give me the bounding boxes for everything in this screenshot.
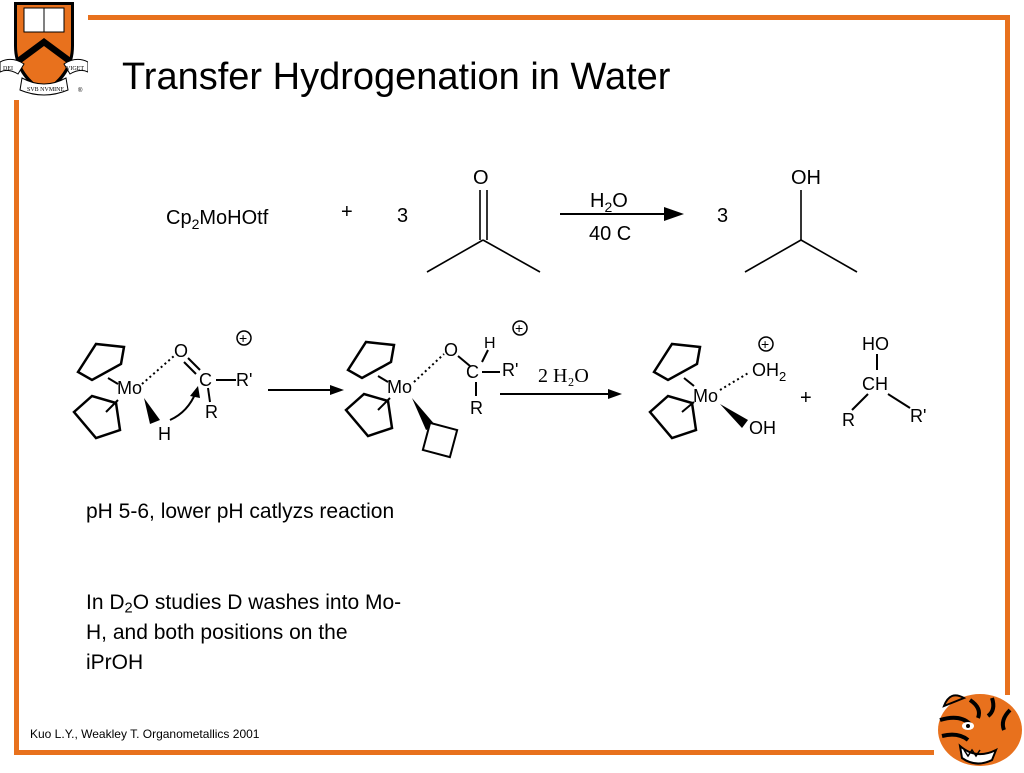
- cp-ring-bottom-2: [344, 392, 394, 438]
- reagent-cp2mohotf: Cp2MoHOtf: [166, 207, 269, 232]
- overall-reaction-arrow: [560, 207, 684, 221]
- condition-water: H2O: [590, 190, 628, 215]
- hydroxo-ligand: OH: [749, 418, 776, 438]
- cp-ring-top-3: [652, 342, 702, 382]
- mo-atom-2: Mo: [387, 377, 412, 397]
- mechanism-arrow-label: 2 H₂O: [538, 365, 589, 387]
- mechanism-plus: +: [800, 387, 812, 409]
- mo-atom-1: Mo: [117, 378, 142, 398]
- frame-left-border: [14, 15, 19, 755]
- shield-motto-viget: VIGET: [66, 66, 84, 72]
- carbon-2: C: [466, 362, 479, 382]
- mechanism-arrow-2: [500, 389, 622, 399]
- acetone-structure: [426, 190, 541, 273]
- product-alcohol: HO CH R R': [842, 334, 926, 430]
- hydride-1: H: [158, 424, 171, 444]
- cp-ring-top-2: [346, 340, 396, 380]
- tiger-mascot-image: [930, 680, 1024, 768]
- aqua-ligand: OH2: [752, 360, 786, 384]
- product-r: R: [842, 410, 855, 430]
- shield-motto-dei: DEI: [3, 66, 13, 72]
- charge-3: +: [761, 336, 769, 352]
- d2o-note: In D2O studies D washes into Mo-H, and b…: [86, 591, 402, 674]
- product-ch: CH: [862, 374, 888, 394]
- shield-motto-svb-nvmine: SVB NVMINE: [27, 87, 65, 93]
- r-prime-1: R': [236, 370, 252, 390]
- overall-plus: +: [341, 201, 353, 223]
- r-prime-2: R': [502, 360, 518, 380]
- oxygen-2: O: [444, 340, 458, 360]
- r-group-1: R: [205, 402, 218, 422]
- mechanism-step-1: Mo H O C R' R +: [72, 330, 252, 444]
- mo-atom-3: Mo: [693, 386, 718, 406]
- coefficient-right: 3: [717, 205, 728, 227]
- cp-ring-bottom-1: [72, 394, 122, 440]
- charge-1: +: [239, 330, 247, 346]
- reaction-scheme: Cp2MoHOtf + 3 O H2O 40 C 3 OH: [72, 167, 926, 459]
- cp-ring-bottom-3: [648, 394, 698, 440]
- product-ho: HO: [862, 334, 889, 354]
- registered-mark: ®: [78, 87, 83, 94]
- vacant-site-box: [421, 421, 459, 459]
- product-r-prime: R': [910, 406, 926, 426]
- oxygen-1: O: [174, 341, 188, 361]
- coefficient-left: 3: [397, 205, 408, 227]
- carbon-1: C: [199, 370, 212, 390]
- ph-note: pH 5-6, lower pH catlyzs reaction: [86, 500, 395, 523]
- frame-bottom-border: [14, 750, 934, 755]
- mechanism-step-3: Mo OH2 OH +: [648, 336, 786, 440]
- mechanism-step-2: Mo O C H R' R +: [344, 320, 528, 459]
- cp-ring-top-1: [76, 342, 126, 382]
- frame-top-border: [14, 15, 1010, 20]
- condition-temperature: 40 C: [589, 223, 631, 245]
- charge-2: +: [515, 320, 523, 336]
- slide-title: Transfer Hydrogenation in Water: [122, 56, 671, 98]
- ketone-oxygen: O: [473, 167, 489, 189]
- hydrogen-2: H: [484, 335, 496, 352]
- citation: Kuo L.Y., Weakley T. Organometallics 200…: [30, 727, 260, 741]
- r-group-2: R: [470, 398, 483, 418]
- princeton-shield-logo: DEI SVB NVMINE VIGET ®: [0, 0, 89, 100]
- isopropanol-structure: [744, 190, 858, 273]
- mechanism-arrow-1: [268, 385, 344, 395]
- frame-right-border: [1005, 15, 1010, 695]
- alcohol-hydroxyl: OH: [791, 167, 821, 189]
